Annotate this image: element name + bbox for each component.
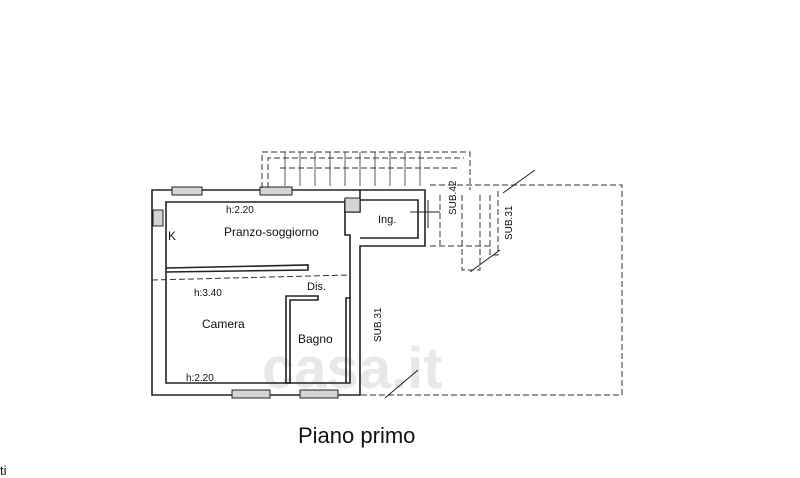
height-label-top: h:2.20 [226, 205, 254, 216]
room-label-pranzo: Pranzo-soggiorno [224, 225, 319, 239]
room-label-disimpegno: Dis. [307, 281, 326, 293]
sub-label-42: SUB.42 [448, 180, 459, 215]
plan-caption: Piano primo [298, 423, 416, 448]
room-label-camera: Camera [202, 317, 245, 331]
stair-hatches [284, 152, 421, 186]
room-label-bagno: Bagno [298, 332, 333, 346]
corner-text: ti [0, 463, 7, 478]
sub-label-31-lower: SUB.31 [373, 307, 384, 342]
windows [152, 186, 361, 399]
cut-marks [384, 169, 536, 399]
sub-label-31-upper: SUB.31 [504, 205, 515, 240]
watermark-text: casa.it [262, 336, 443, 401]
height-label-bottom: h:2.20 [186, 373, 214, 384]
room-label-k: K [168, 229, 176, 243]
height-label-middle: h:3.40 [194, 288, 222, 299]
room-label-ingresso: Ing. [378, 214, 396, 226]
